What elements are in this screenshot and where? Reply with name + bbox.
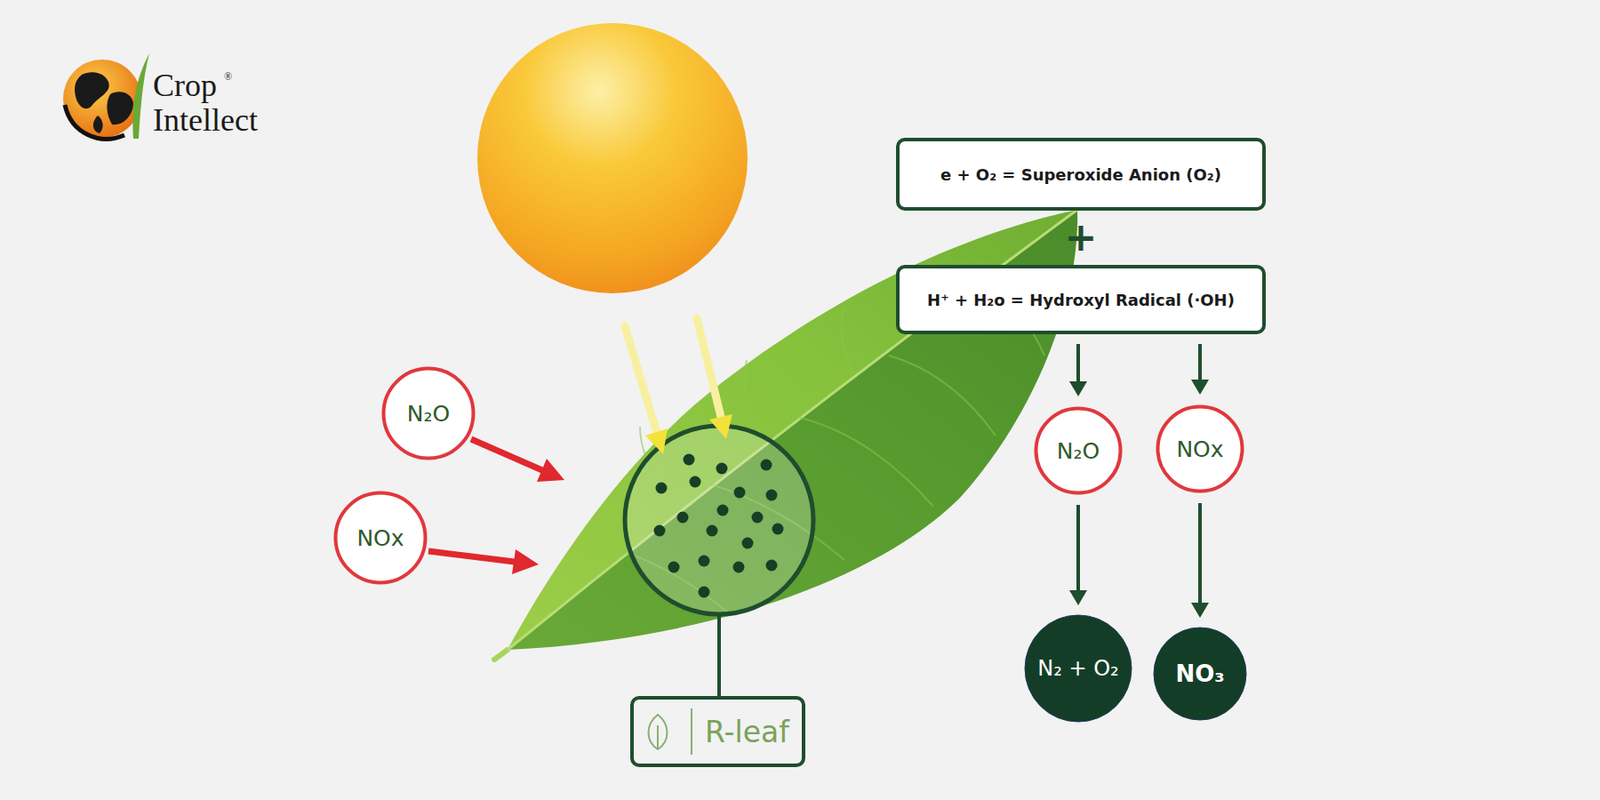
equation-box: e + O₂ = Superoxide Anion (O₂) [896,137,1266,211]
chemical-formula: NOx [1176,436,1224,463]
particle-dots [654,454,784,599]
particle-dot [772,523,784,536]
chemical-formula: NOx [356,525,404,552]
arrow-head [1069,590,1088,606]
sun-ray-head [645,428,668,455]
circle-shape [336,493,426,584]
particle-dot [717,504,729,517]
gas-circle: N₂O [1033,406,1123,496]
particle-dot [656,482,668,495]
magnifier-ring [624,425,814,615]
particle-dot [766,560,778,572]
gas-circle: NOx [1155,404,1245,494]
gas-arrow [471,439,543,471]
circle-shape [1024,615,1132,722]
logo-continent [93,115,104,134]
equation-box: H⁺ + H₂o = Hydroxyl Radical (·OH) [896,264,1266,335]
chemical-formula: N₂O [1056,438,1100,464]
particle-dot [734,487,746,499]
circle-shape [1153,627,1247,720]
logo-text: Crop [152,69,217,102]
arrow-shaft [1198,344,1202,383]
leader-line [717,614,721,696]
gas-circle: N₂O [381,366,476,461]
lens-inner [622,422,818,618]
flow-arrow [1069,344,1088,397]
equation-text: H⁺ + H₂o = Hydroxyl Radical (·OH) [927,290,1235,310]
particle-dot [654,525,666,537]
lens-tint [622,422,818,618]
particle-dot [677,512,689,524]
logo-continent [74,72,110,109]
equation-text: e + O₂ = Superoxide Anion (O₂) [940,165,1222,184]
chemical-formula: N₂ + O₂ [1037,656,1119,681]
particle-dot [706,525,719,537]
flow-arrow [1191,503,1209,618]
separator-line [690,708,693,755]
logo-continent [106,91,134,125]
product-circle: N₂ + O₂ [1024,615,1132,722]
arrow-shaft [1198,503,1202,606]
flow-arrow [1191,344,1209,395]
product-tag: R-leaf [630,696,806,768]
flow-arrow [1069,504,1088,606]
particle-dot [716,463,728,475]
particle-dot [733,561,745,574]
logo-text: Intellect [152,104,258,136]
sun-ray-head [709,414,733,440]
leaf-vein [800,417,934,507]
leaf-stem [494,649,508,660]
particle-dot [752,512,764,524]
r-leaf-icon [648,714,668,750]
logo-leaf [133,53,150,139]
particle-dot [689,476,702,488]
sun-ray [624,326,657,433]
arrow-head [1069,381,1088,397]
gas-arrow-head [536,458,565,482]
gas-circle: NOx [333,490,428,585]
particle-dot [742,537,754,550]
arrow-head [1191,602,1209,618]
particle-dot [668,561,680,574]
r-leaf-icon-vein [656,725,659,750]
leaf-vein [841,306,854,374]
particle-dot [698,555,711,568]
arrow-shaft [1076,344,1080,384]
chemical-formula: N₂O [407,400,450,427]
circle-shape [1158,407,1243,492]
plus-sign: + [1064,217,1098,257]
gas-arrow [428,551,515,562]
product-name: R-leaf [704,714,790,750]
gas-arrow-head [512,549,539,575]
chemical-formula: NO₃ [1175,660,1224,688]
registered-mark: ® [224,71,232,82]
leaf-vein [888,355,996,436]
logo-ring [64,104,125,139]
arrow-shaft [1076,504,1080,593]
particle-dot [683,454,696,466]
sun [477,23,748,294]
sun-ray [696,318,721,417]
particle-dot [760,459,773,472]
circle-shape [384,368,474,459]
circle-shape [1036,408,1121,494]
particle-dot [698,586,711,599]
arrow-head [1191,379,1209,395]
product-circle: NO₃ [1153,627,1247,720]
particle-dot [766,489,778,502]
